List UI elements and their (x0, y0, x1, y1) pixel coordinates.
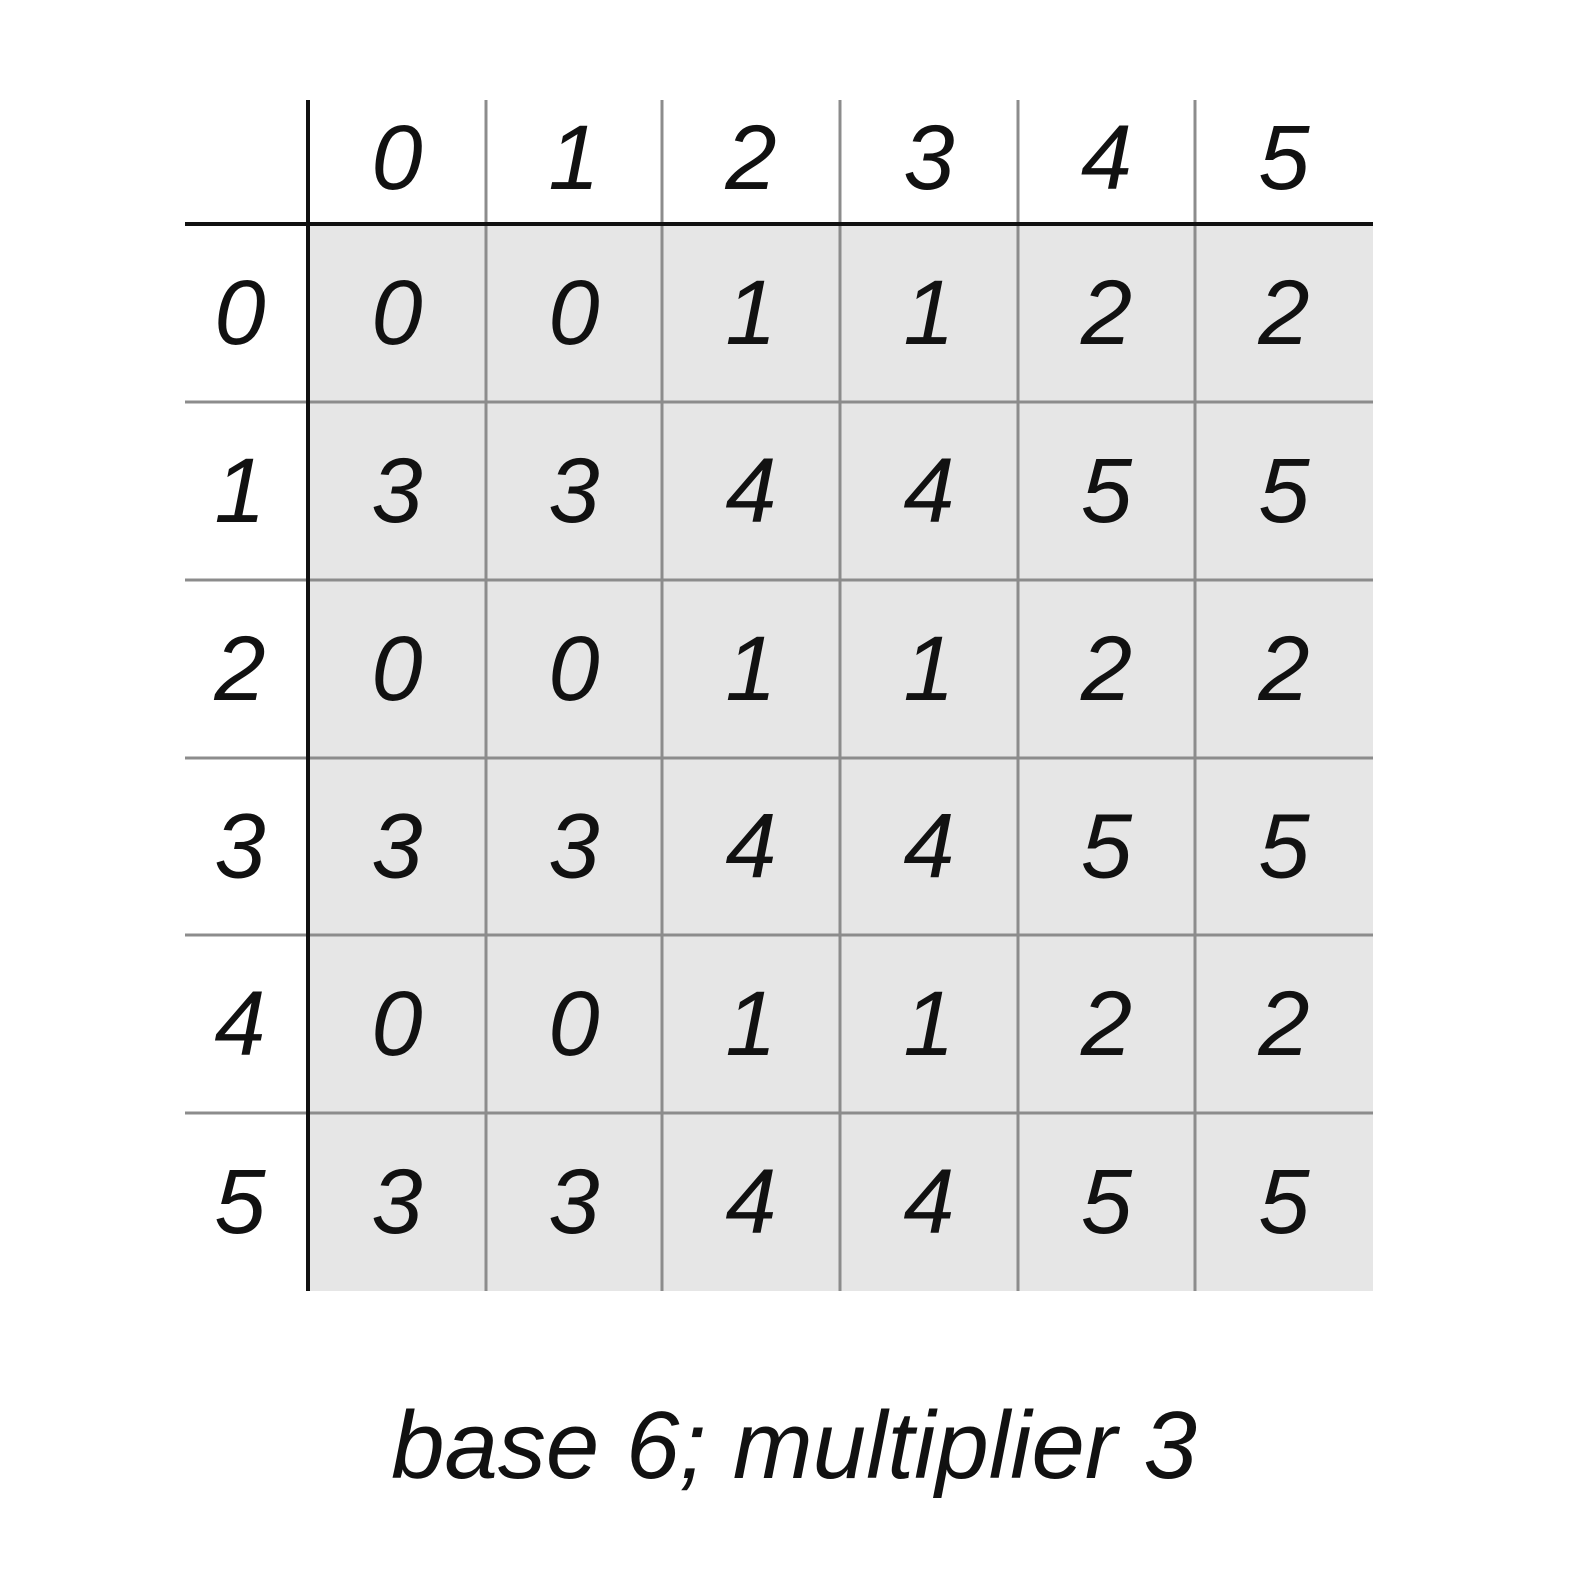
table-cell: 3 (371, 1151, 422, 1253)
table-cell: 1 (903, 262, 954, 364)
row-header: 2 (213, 618, 265, 720)
column-header: 5 (1258, 107, 1310, 209)
row-header: 0 (214, 262, 265, 364)
table-cell: 4 (725, 440, 776, 542)
table-cell: 5 (1081, 1151, 1133, 1253)
table-cell: 5 (1258, 1151, 1310, 1253)
table-cell: 0 (548, 618, 599, 720)
table-cell: 2 (1080, 618, 1132, 720)
table-cell: 4 (903, 796, 954, 898)
table-cell: 3 (548, 796, 599, 898)
table-cell: 4 (903, 440, 954, 542)
table-cell: 5 (1258, 440, 1310, 542)
table-cell: 1 (903, 618, 954, 720)
column-header: 3 (903, 107, 954, 209)
table-cell: 2 (1257, 618, 1309, 720)
table-cell: 3 (548, 1151, 599, 1253)
table-cell: 5 (1081, 440, 1133, 542)
table-cell: 1 (903, 973, 954, 1075)
table-cell: 2 (1257, 973, 1309, 1075)
table-cell: 0 (548, 973, 599, 1075)
table-cell: 4 (903, 1151, 954, 1253)
column-header: 2 (724, 107, 776, 209)
table-cell: 1 (725, 262, 776, 364)
row-header: 5 (214, 1151, 266, 1253)
table-cell: 0 (371, 262, 422, 364)
table-cell: 2 (1080, 973, 1132, 1075)
column-header: 1 (548, 107, 599, 209)
row-header: 4 (214, 973, 265, 1075)
table-cell: 0 (371, 618, 422, 720)
table-cell: 2 (1080, 262, 1132, 364)
table-cell: 3 (371, 796, 422, 898)
row-header: 1 (214, 440, 265, 542)
table-cell: 1 (725, 973, 776, 1075)
table-cell: 1 (725, 618, 776, 720)
table-caption: base 6; multiplier 3 (391, 1392, 1197, 1499)
table-cell: 3 (548, 440, 599, 542)
table-cell: 0 (548, 262, 599, 364)
column-header: 0 (371, 107, 422, 209)
column-header: 4 (1081, 107, 1132, 209)
table-cell: 4 (725, 796, 776, 898)
table-cell: 3 (371, 440, 422, 542)
table-cell: 2 (1257, 262, 1309, 364)
table-cell: 5 (1258, 796, 1310, 898)
table-cell: 4 (725, 1151, 776, 1253)
table-cell: 0 (371, 973, 422, 1075)
table-cell: 5 (1081, 796, 1133, 898)
row-header: 3 (214, 796, 265, 898)
